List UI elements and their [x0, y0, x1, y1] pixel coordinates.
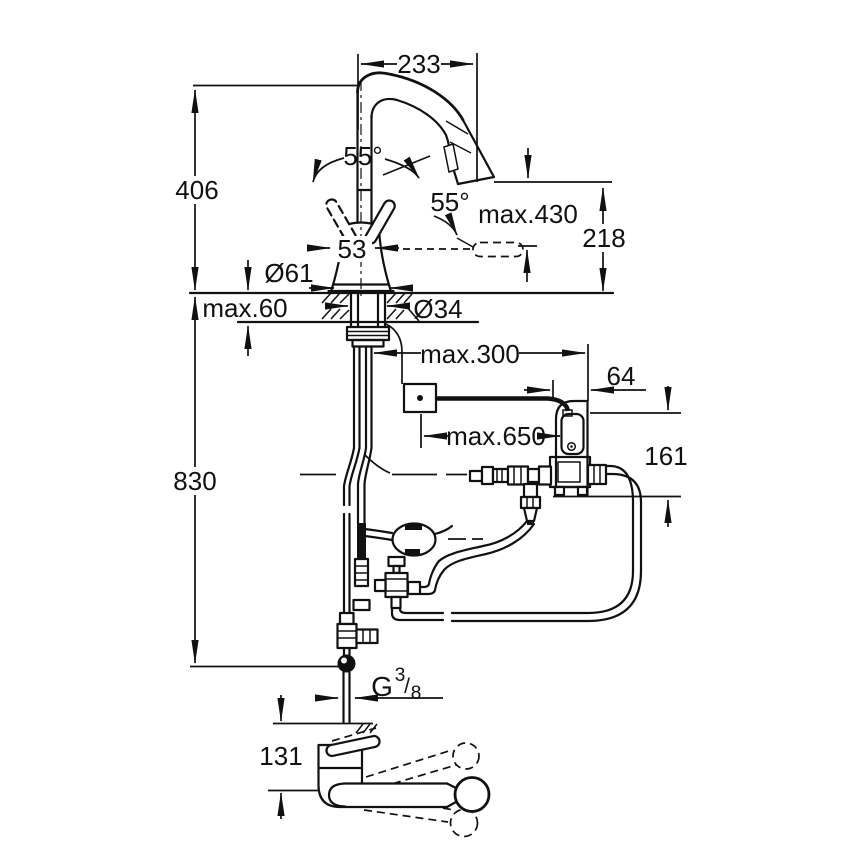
- dim-spout-projection-label: 233: [397, 49, 440, 79]
- check-valve: [373, 555, 422, 610]
- dim-height-above-counter-label: 406: [175, 175, 218, 205]
- dim-box-height-label: 161: [644, 441, 687, 471]
- outlet-port: [586, 463, 608, 486]
- dim-cable-length-label: max.650: [446, 421, 546, 451]
- mounting-nut: [345, 325, 391, 342]
- pullout-hose: [357, 523, 366, 560]
- tee-fitting: [336, 622, 358, 650]
- dim-box-height: 161: [553, 386, 688, 527]
- dim-box-width: 64: [524, 361, 646, 401]
- dim-box-width-label: 64: [607, 361, 636, 391]
- dim-handle-width-label: 53: [338, 234, 367, 264]
- dim-hole-diameter-label: Ø34: [413, 294, 462, 324]
- countertop-section: [188, 291, 615, 324]
- supply-ball-joint: [337, 654, 356, 673]
- dim-hole-diameter: Ø34: [325, 294, 463, 324]
- dim-spout-projection: 233: [357, 49, 478, 182]
- dim-box-offset-label: max.300: [420, 339, 520, 369]
- control-unit: [385, 323, 608, 525]
- spray-ghost-down: [449, 808, 479, 838]
- hose-weight: [391, 522, 437, 557]
- spout-outer-arc: [356, 71, 465, 122]
- thread-slash: /: [404, 675, 410, 698]
- spray-head-ball: [453, 776, 491, 813]
- connector-chain: [468, 465, 553, 486]
- dim-handle-width: 53: [307, 234, 399, 264]
- thread-prefix: G: [371, 671, 393, 702]
- dim-hose-length-label: 830: [173, 466, 216, 496]
- thread-numerator: 3: [395, 665, 406, 686]
- thread-denominator: 8: [411, 683, 422, 704]
- dim-base-diameter-label: Ø61: [264, 258, 313, 288]
- dim-handle-swing-right-label: 55°: [430, 187, 469, 217]
- side-lever: [325, 734, 381, 758]
- dim-side-height-label: 131: [259, 741, 302, 771]
- dim-box-offset: max.300: [373, 339, 589, 401]
- dim-base-diameter: Ø61: [264, 258, 413, 292]
- dim-counter-thickness: max.60: [202, 260, 288, 356]
- faucet-side-view: [268, 722, 491, 838]
- dim-pullout-range: max.430: [478, 148, 612, 282]
- dim-hose-length: 830: [173, 296, 353, 668]
- dim-cable-length: max.650: [420, 414, 561, 451]
- spray-head: [448, 118, 496, 186]
- lever-horizontal-ghost: [472, 241, 524, 258]
- spout-inner-arc: [370, 97, 452, 160]
- dim-side-height: 131: [259, 695, 303, 819]
- dim-pullout-range-label: max.430: [478, 199, 578, 229]
- dim-height-above-counter: 406: [175, 84, 358, 291]
- spray-ghost-up: [452, 742, 480, 770]
- faucet-cable: [385, 323, 403, 384]
- dim-handle-swing: 55° 55°: [312, 141, 474, 248]
- dim-outlet-height-label: 218: [582, 223, 625, 253]
- dim-outlet-height: 218: [582, 187, 626, 292]
- dim-counter-thickness-label: max.60: [202, 293, 287, 323]
- spray-head-clip: [443, 143, 459, 173]
- tee-plug: [519, 482, 542, 525]
- under-counter-assembly: [300, 291, 643, 724]
- dim-supply-thread: G 3 / 8: [315, 665, 443, 704]
- dim-handle-swing-left-label: 55°: [343, 141, 382, 171]
- power-cable: [436, 396, 571, 412]
